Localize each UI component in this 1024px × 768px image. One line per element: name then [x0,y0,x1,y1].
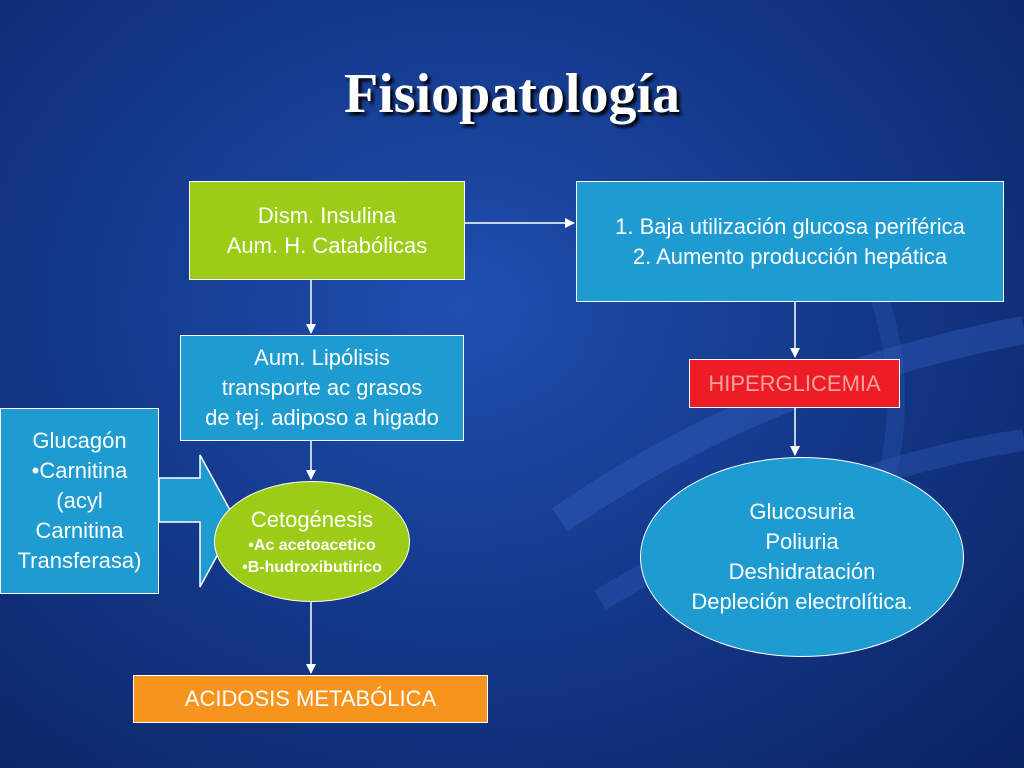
node-lipolisis-line: Aum. Lipólisis [254,345,390,370]
node-cetogenesis-item: •Ac acetoacetico [248,536,376,554]
node-insulina-line: Dism. Insulina [257,202,397,228]
node-hiperglucemia: HIPERGLICEMIA [689,359,900,408]
node-lipolisis: Aum. Lipólisis transporte ac grasos de t… [180,335,464,441]
node-cetogenesis-label: Cetogénesis [250,506,374,532]
node-glucagon-line: Transferasa) [17,548,142,573]
node-glucosuria-line: Deshidratación [728,559,876,584]
node-glucagon: Glucagón •Carnitina (acyl Carnitina Tran… [0,408,159,594]
node-hiperglucemia-label: HIPERGLICEMIA [708,370,881,396]
node-utilizacion: 1. Baja utilización glucosa periférica 2… [576,181,1004,302]
node-insulina-line: Aum. H. Catabólicas [226,232,428,258]
node-lipolisis-line: transporte ac grasos [221,375,423,400]
node-acidosis-label: ACIDOSIS METABÓLICA [184,686,437,711]
node-insulina: Dism. Insulina Aum. H. Catabólicas [189,181,465,280]
node-utilizacion-line: 2. Aumento producción hepática [632,243,948,269]
node-utilizacion-line: 1. Baja utilización glucosa periférica [615,213,965,239]
node-glucagon-line: Glucagón [32,428,127,453]
page-title: Fisiopatología [343,63,681,125]
node-glucagon-line: Carnitina [35,518,124,543]
node-glucosuria-line: Depleción electrolítica. [691,589,913,614]
node-lipolisis-line: de tej. adiposo a higado [205,405,439,430]
node-glucagon-line: (acyl [56,488,103,513]
node-glucosuria-line: Poliuria [765,529,839,554]
node-cetogenesis-item: •B-hudroxibutirico [242,558,382,576]
node-cetogenesis: Cetogénesis •Ac acetoacetico •B-hudroxib… [214,481,410,602]
node-acidosis: ACIDOSIS METABÓLICA [133,675,488,723]
node-glucosuria: Glucosuria Poliuria Deshidratación Deple… [640,457,964,657]
node-glucagon-line: •Carnitina [31,458,128,483]
node-glucosuria-line: Glucosuria [749,499,855,524]
